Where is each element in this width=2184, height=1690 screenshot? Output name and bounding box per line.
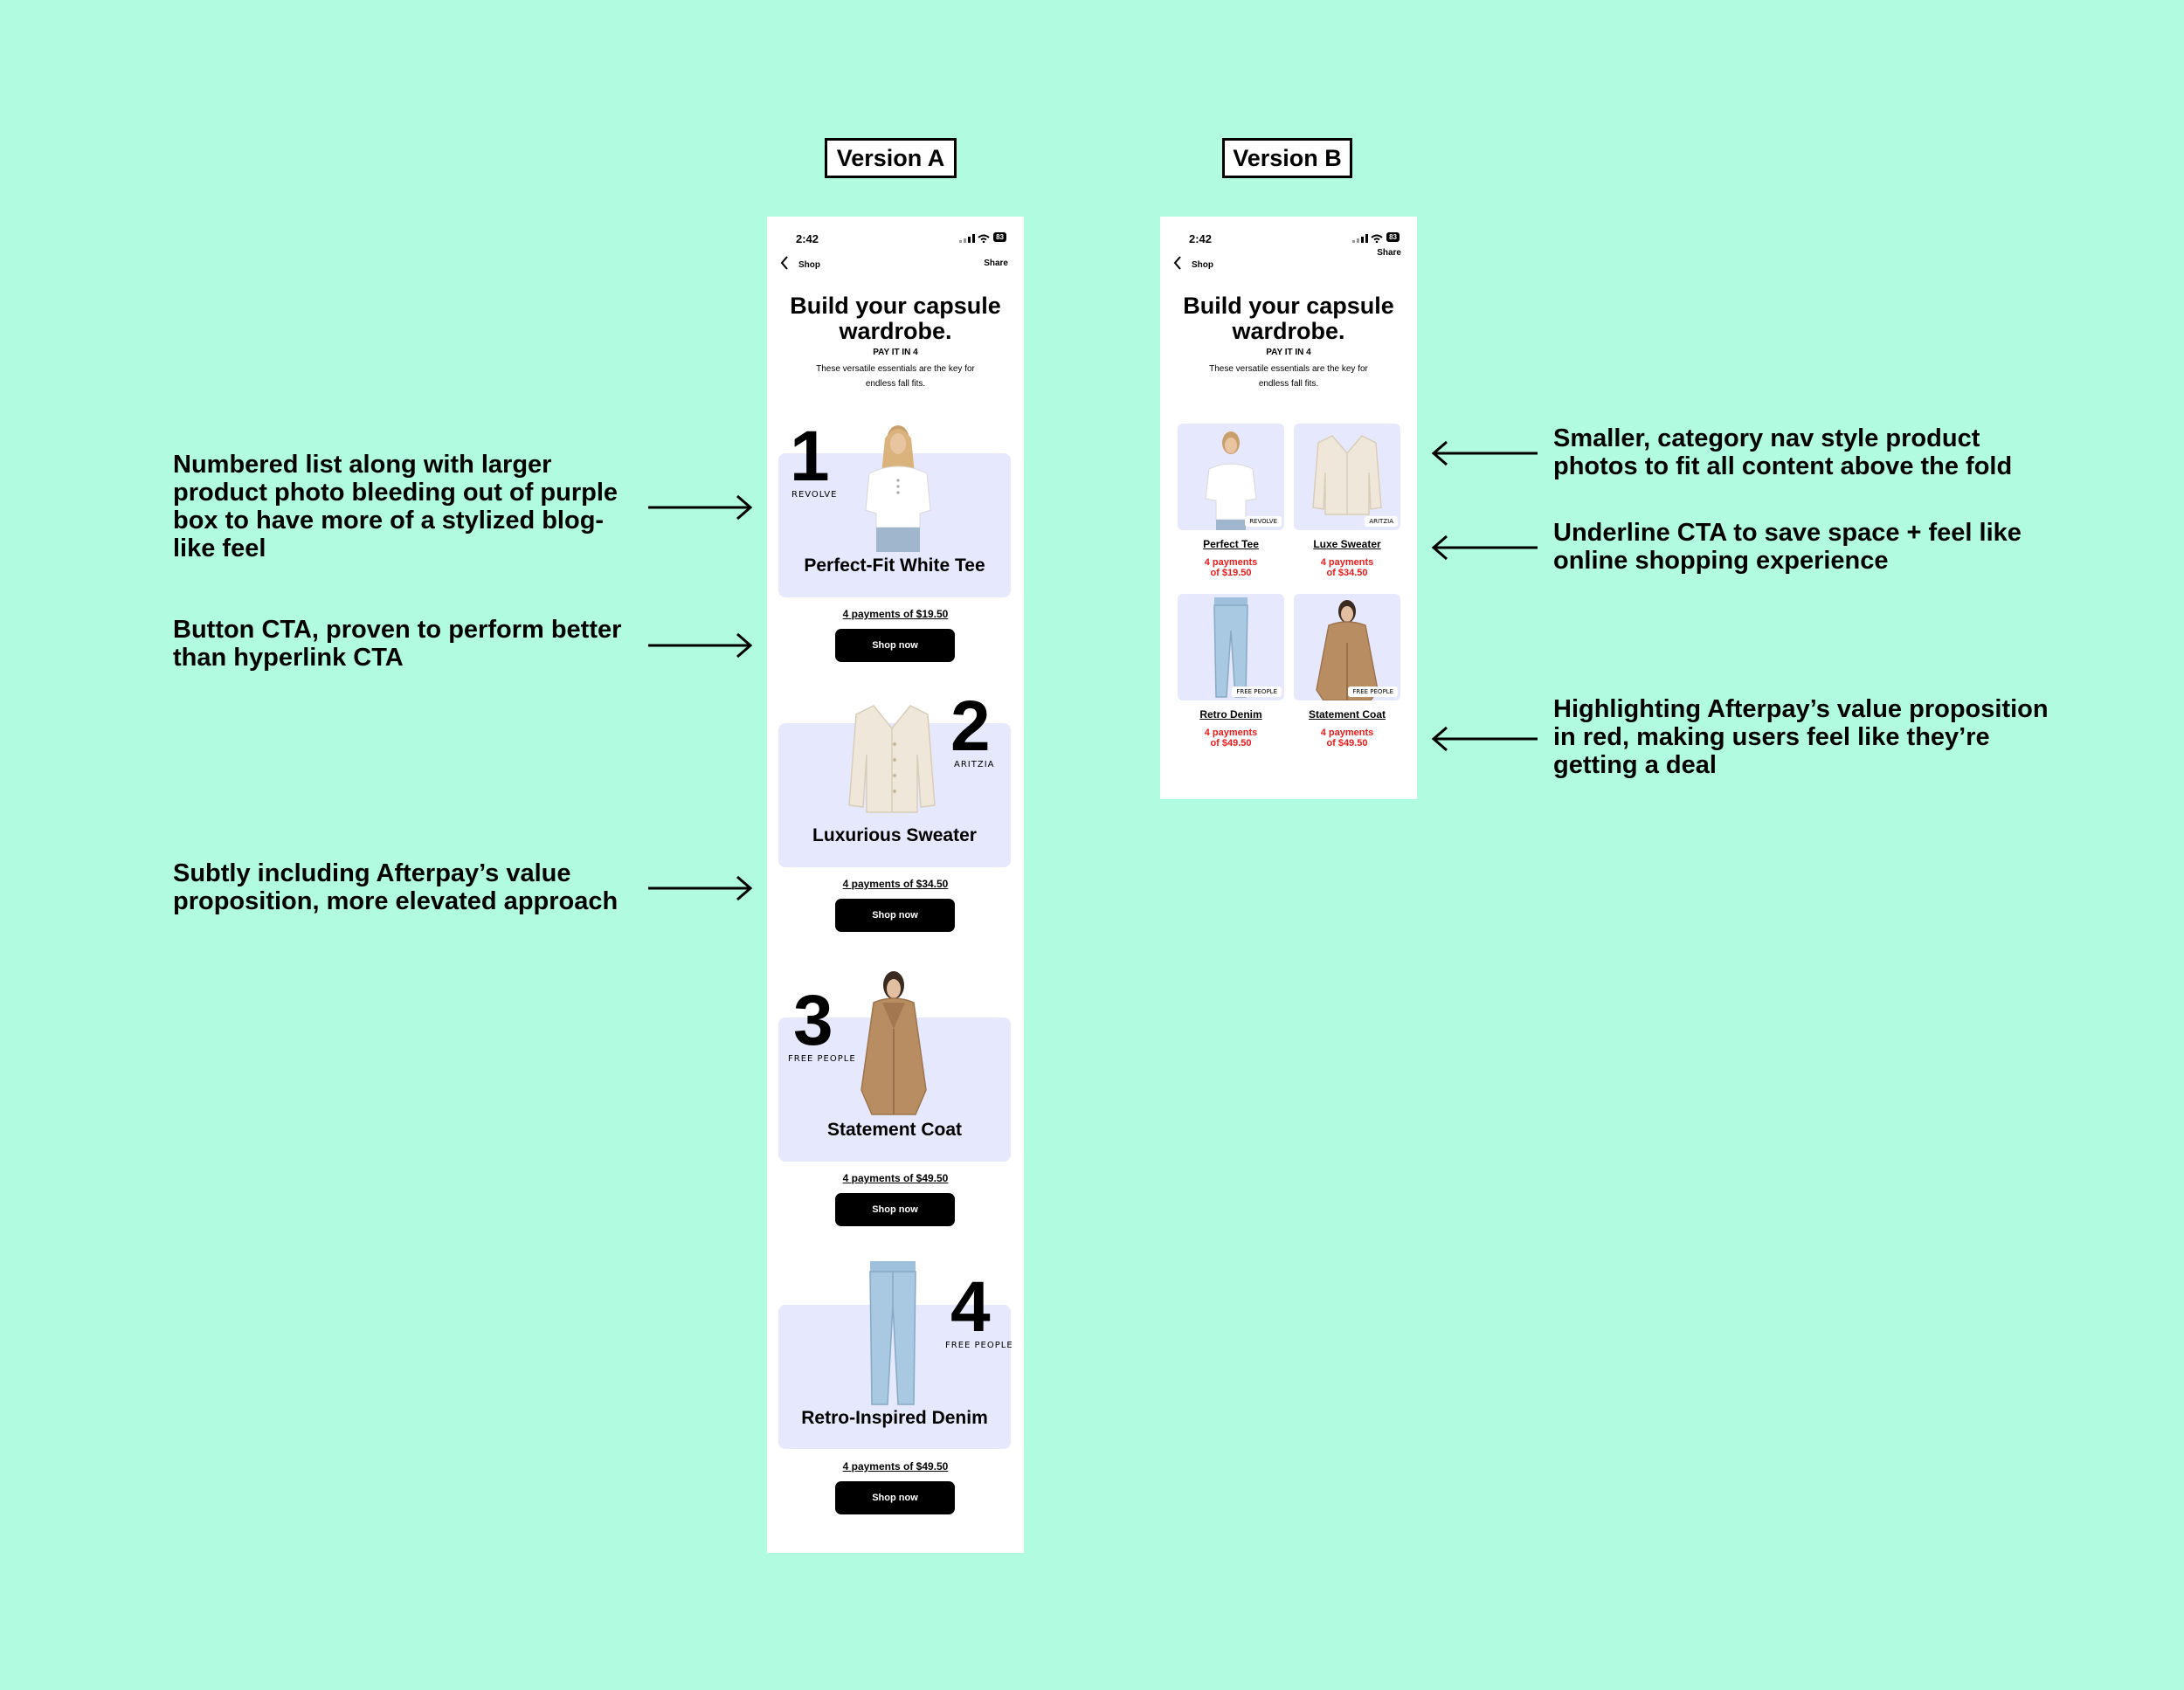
back-link[interactable]: Shop: [798, 260, 820, 270]
signal-icon: [958, 234, 975, 243]
chevron-left-icon[interactable]: [779, 255, 790, 271]
arrow-left-icon: [1431, 535, 1538, 561]
back-link[interactable]: Shop: [1192, 260, 1213, 270]
status-icons: 83: [958, 232, 1006, 245]
status-time: 2:42: [796, 232, 819, 245]
annotation-value-prop: Subtly including Afterpay’s value propos…: [173, 859, 619, 915]
wifi-icon: [1371, 234, 1384, 244]
product-tile-1[interactable]: REVOLVE: [1178, 424, 1284, 530]
brand-tag-3: FREE PEOPLE: [1232, 686, 1282, 697]
product-link-4[interactable]: Statement Coat: [1308, 708, 1386, 721]
status-icons: 83: [1351, 232, 1400, 245]
product-link-3[interactable]: Retro Denim: [1199, 708, 1262, 721]
annotation-smaller-photos: Smaller, category nav style product phot…: [1553, 424, 2013, 480]
page-title: Build your capsule wardrobe.: [1183, 293, 1394, 344]
status-bar: 2:42 83: [796, 232, 1006, 250]
wifi-icon: [978, 234, 991, 244]
product-link-2[interactable]: Luxe Sweater: [1313, 538, 1381, 550]
item-number-1: 1: [790, 417, 830, 496]
phone-version-a: 2:42 83 Shop Share Build your capsule wa…: [767, 217, 1024, 1553]
chevron-left-icon[interactable]: [1172, 255, 1183, 271]
product-tile-3[interactable]: FREE PEOPLE: [1178, 594, 1284, 700]
brand-tag-4: FREE PEOPLE: [1348, 686, 1398, 697]
cardigan-icon: [1312, 435, 1382, 515]
battery-icon: 83: [993, 232, 1006, 242]
payments-text-3[interactable]: 4 payments of $49.50: [842, 1172, 949, 1184]
item-number-3: 3: [793, 981, 833, 1060]
product-title-4: Retro-Inspired Denim: [801, 1408, 988, 1428]
arrow-left-icon: [1431, 440, 1538, 466]
annotation-button-cta: Button CTA, proven to perform better tha…: [173, 616, 622, 672]
status-bar: 2:42 83: [1189, 232, 1400, 250]
product-link-1[interactable]: Perfect Tee: [1203, 538, 1259, 550]
jeans-icon: [1213, 597, 1248, 698]
product-title-3: Statement Coat: [826, 1120, 963, 1140]
phone-version-b: 2:42 83 Shop Share Build your capsule wa…: [1160, 217, 1417, 799]
shop-now-button-2[interactable]: Shop now: [835, 899, 955, 932]
white-tee-icon: [865, 425, 931, 552]
annotation-numbered-list: Numbered list along with larger product …: [173, 451, 619, 562]
nav-bar: Shop Share: [1172, 248, 1401, 274]
brand-tag-1: REVOLVE: [1245, 516, 1282, 527]
shop-now-button-3[interactable]: Shop now: [835, 1193, 955, 1226]
brand-label-1: REVOLVE: [791, 490, 838, 500]
brand-label-2: ARITZIA: [954, 760, 995, 769]
payments-text-2[interactable]: 4 payments of $34.50: [842, 878, 949, 890]
version-a-label: Version A: [825, 138, 957, 178]
product-tile-4[interactable]: FREE PEOPLE: [1294, 594, 1400, 700]
payments-text-4[interactable]: 4 payments of $49.50: [842, 1460, 949, 1473]
signal-icon: [1351, 234, 1368, 243]
brand-tag-2: ARITZIA: [1365, 516, 1398, 527]
product-tile-2[interactable]: ARITZIA: [1294, 424, 1400, 530]
page-title: Build your capsule wardrobe.: [790, 293, 1001, 344]
cardigan-icon: [848, 705, 936, 813]
brand-label-3: FREE PEOPLE: [788, 1054, 856, 1064]
share-link[interactable]: Share: [984, 259, 1008, 268]
coat-icon: [860, 971, 927, 1115]
page-subtitle: These versatile essentials are the key f…: [1209, 364, 1368, 389]
arrow-right-icon: [648, 494, 753, 521]
item-number-4: 4: [950, 1267, 991, 1347]
page-eyebrow: PAY IT IN 4: [1266, 348, 1311, 357]
version-b-label: Version B: [1222, 138, 1352, 178]
product-title-1: Perfect-Fit White Tee: [804, 555, 985, 576]
arrow-left-icon: [1431, 726, 1538, 752]
arrow-right-icon: [648, 875, 753, 901]
brand-label-4: FREE PEOPLE: [945, 1341, 1013, 1350]
page-subtitle: These versatile essentials are the key f…: [816, 364, 975, 389]
battery-icon: 83: [1386, 232, 1400, 242]
product-title-2: Luxurious Sweater: [812, 825, 977, 845]
page-eyebrow: PAY IT IN 4: [873, 348, 918, 357]
item-number-2: 2: [950, 686, 991, 766]
annotation-underline-cta: Underline CTA to save space + feel like …: [1553, 519, 2022, 575]
annotation-red-value-prop: Highlighting Afterpay’s value propositio…: [1553, 695, 2049, 779]
jeans-icon: [869, 1261, 916, 1405]
shop-now-button-1[interactable]: Shop now: [835, 629, 955, 662]
coat-icon: [1316, 600, 1379, 700]
white-tee-icon: [1205, 431, 1257, 530]
status-time: 2:42: [1189, 232, 1213, 245]
payments-text-1[interactable]: 4 payments of $19.50: [842, 608, 949, 620]
share-link[interactable]: Share: [1377, 248, 1401, 258]
nav-bar: Shop Share: [779, 255, 1008, 274]
shop-now-button-4[interactable]: Shop now: [835, 1481, 955, 1514]
arrow-right-icon: [648, 632, 753, 659]
